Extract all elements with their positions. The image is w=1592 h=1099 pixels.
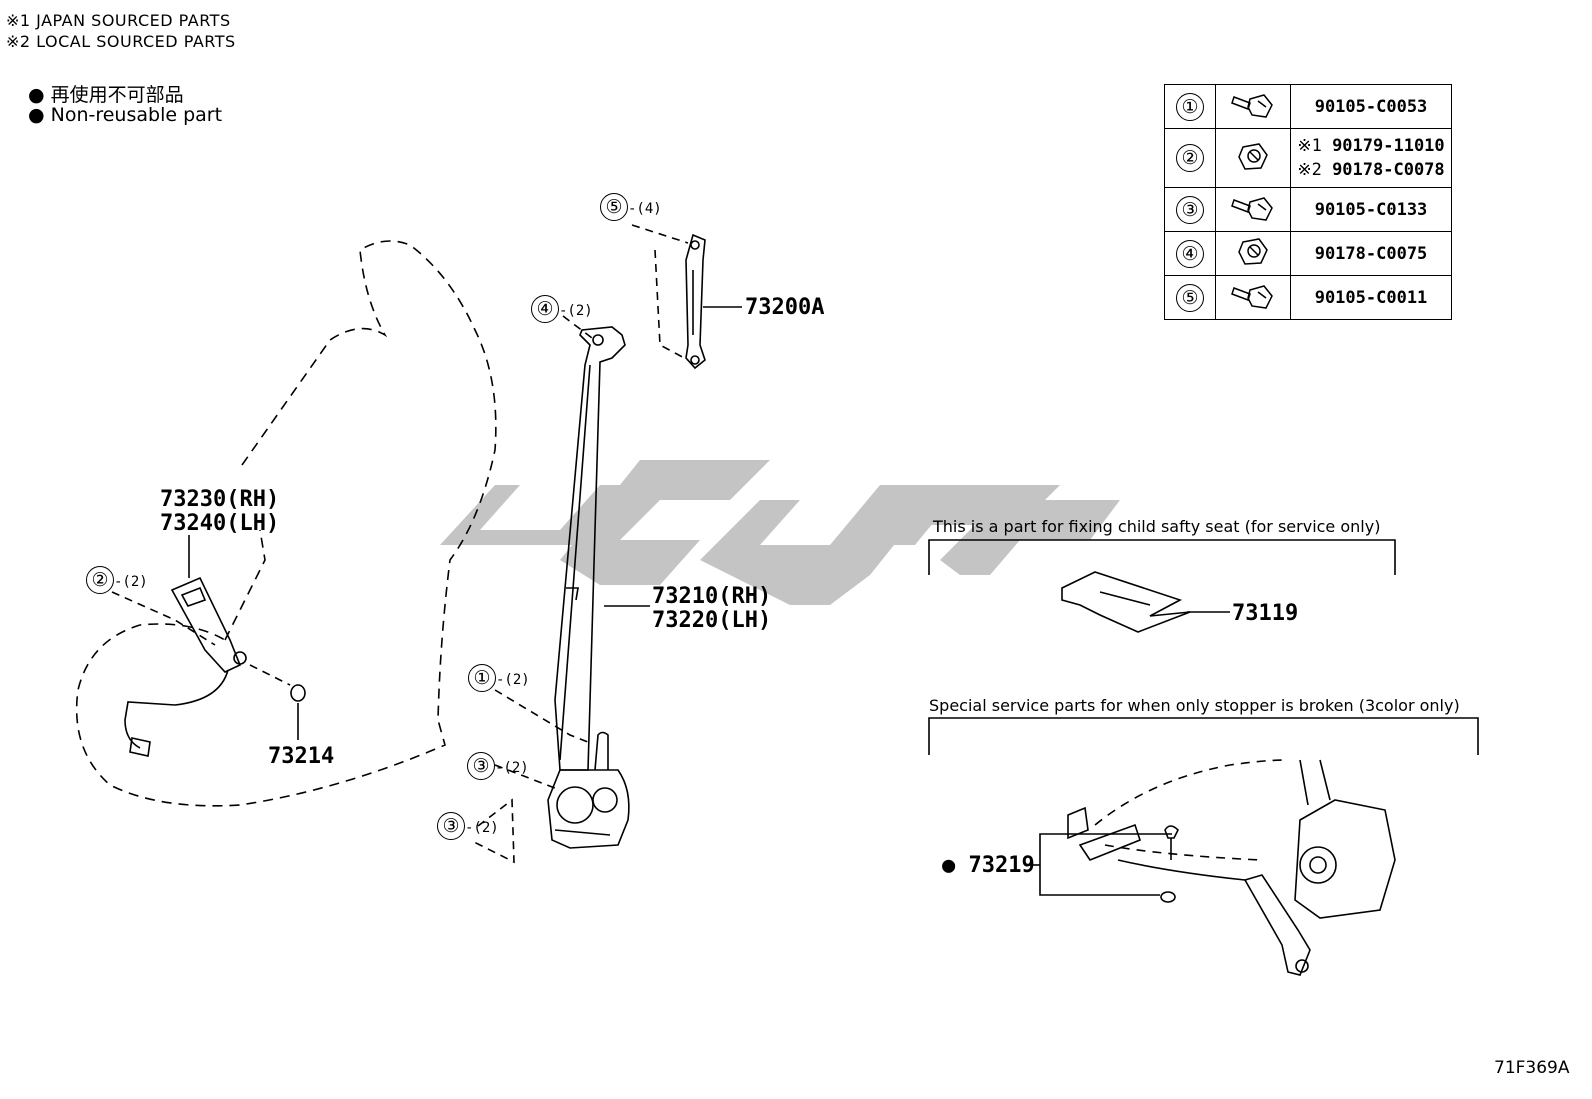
bolt-icon <box>1231 94 1273 118</box>
ref-number: ④ <box>1176 239 1204 268</box>
callout-3a: ③-(2) <box>467 752 529 780</box>
part-label-73119: 73119 <box>1232 601 1299 626</box>
callout-qty: -(2) <box>496 672 530 688</box>
part-number-cell: 90178-C0075 <box>1290 231 1452 276</box>
part-number-cell: 90105-C0133 <box>1290 187 1452 232</box>
part-label-73240: 73240(LH) <box>160 511 280 536</box>
callout-number: ③ <box>467 752 495 780</box>
part-label-73219: ● 73219 <box>942 853 1035 878</box>
callout-number: ⑤ <box>600 193 628 221</box>
caption-child-seat: This is a part for fixing child safty se… <box>933 517 1381 536</box>
diagram-code: 71F369A <box>1494 1058 1570 1078</box>
part-label-73230: 73230(RH) <box>160 487 280 512</box>
part-number: 90179-11010 <box>1332 136 1445 156</box>
part-number-cell: ※1 90179-11010 ※2 90178-C0078 <box>1290 128 1452 188</box>
legend-nonreusable-en: ● Non-reusable part <box>28 104 223 126</box>
callout-3b: ③-(2) <box>437 812 499 840</box>
part-number: 90178-C0078 <box>1332 160 1445 180</box>
callout-number: ② <box>86 566 114 594</box>
part-label-73210: 73210(RH) <box>652 584 772 609</box>
height-adjuster <box>685 233 706 370</box>
bolt-icon <box>1231 285 1273 309</box>
nut-icon <box>1238 238 1268 265</box>
stopper-frame <box>928 717 1479 755</box>
callout-qty: -(2) <box>559 303 593 319</box>
ref-number: ③ <box>1176 195 1204 224</box>
bolt-icon <box>1231 197 1273 221</box>
seat-outline <box>75 240 497 807</box>
buckle-wire <box>124 669 229 749</box>
buckle-body <box>170 576 242 673</box>
watermark-logo <box>440 460 1120 605</box>
source-prefix: ※1 <box>1297 136 1322 156</box>
ref-number: ⑤ <box>1176 283 1204 312</box>
callout-qty: -(2) <box>114 574 148 590</box>
table-row: ③ 90105-C0133 <box>1164 187 1452 232</box>
part-number-cell: 90105-C0011 <box>1290 275 1452 320</box>
table-row: ① 90105-C0053 <box>1164 84 1452 129</box>
table-row: ④ 90178-C0075 <box>1164 231 1452 276</box>
child-seat-plate <box>1061 571 1191 633</box>
callout-4: ④-(2) <box>531 295 593 323</box>
shoulder-belt <box>554 326 626 771</box>
fastener-table: ① 90105-C0053 ② ※1 90179-11010 ※2 90178-… <box>1164 84 1452 320</box>
callout-qty: -(2) <box>465 820 499 836</box>
source-prefix: ※2 <box>1297 160 1322 180</box>
ref-number: ① <box>1176 92 1204 121</box>
callout-number: ③ <box>437 812 465 840</box>
note-local-sourced: ※2 LOCAL SOURCED PARTS <box>6 32 236 51</box>
retractor <box>547 769 630 849</box>
table-row: ⑤ 90105-C0011 <box>1164 275 1452 320</box>
callout-qty: -(4) <box>628 201 662 217</box>
callout-5: ⑤-(4) <box>600 193 662 221</box>
part-label-73220: 73220(LH) <box>652 608 772 633</box>
table-row: ② ※1 90179-11010 ※2 90178-C0078 <box>1164 128 1452 188</box>
note-japan-sourced: ※1 JAPAN SOURCED PARTS <box>6 11 231 30</box>
caption-stopper: Special service parts for when only stop… <box>929 696 1460 715</box>
callout-2: ②-(2) <box>86 566 148 594</box>
stopper-retractor <box>1294 799 1396 919</box>
ref-number: ② <box>1176 144 1204 172</box>
callout-1: ①-(2) <box>468 664 530 692</box>
part-label-73200a: 73200A <box>745 295 825 320</box>
part-label-73214: 73214 <box>268 744 335 769</box>
child-seat-bracket-frame <box>928 539 1396 575</box>
callout-number: ① <box>468 664 496 692</box>
stopper-belt <box>1094 759 1286 826</box>
nut-icon <box>1238 142 1268 170</box>
legend-nonreusable-ja: ● 再使用不可部品 <box>28 84 184 106</box>
part-number-cell: 90105-C0053 <box>1290 84 1452 129</box>
callout-qty: -(2) <box>495 760 529 776</box>
callout-number: ④ <box>531 295 559 323</box>
